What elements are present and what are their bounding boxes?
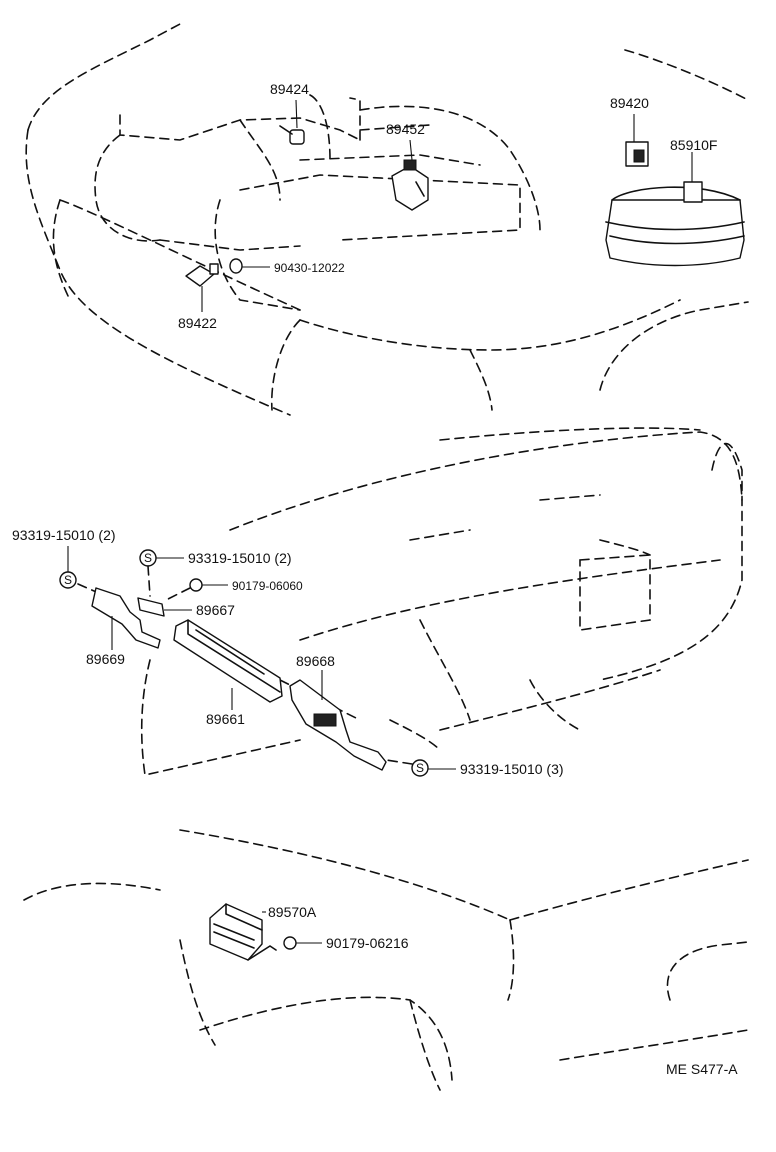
fender-section: 89570A 90179-06216: [23, 829, 749, 1091]
label-89570A: 89570A: [268, 904, 317, 920]
label-93319-right: 93319-15010 (3): [460, 761, 564, 777]
part-93319-clip-left: S: [59, 546, 111, 599]
label-90430: 90430-12022: [274, 261, 345, 275]
clip-symbol-right: S: [416, 761, 424, 775]
part-90430-gasket: [229, 258, 270, 274]
label-89661: 89661: [206, 711, 245, 727]
part-85910F-relay: [683, 152, 703, 203]
part-89667-bracket: [137, 597, 192, 617]
label-90179-06216: 90179-06216: [326, 935, 409, 951]
label-93319-mid: 93319-15010 (2): [188, 550, 292, 566]
label-89424: 89424: [270, 81, 309, 97]
label-89669: 89669: [86, 651, 125, 667]
part-93319-clip-right: S: [385, 759, 456, 777]
label-90179-06060: 90179-06060: [232, 579, 303, 593]
label-89452: 89452: [386, 121, 425, 137]
label-89420: 89420: [610, 95, 649, 111]
part-89570A-module: [209, 903, 277, 961]
part-89452-sensor: [391, 139, 429, 211]
clip-symbol-left: S: [64, 573, 72, 587]
engine-bay-section: 89424 89452 89422 90430-12022: [25, 23, 749, 416]
part-90179-06060-nut: [165, 578, 228, 601]
clip-symbol-mid: S: [144, 551, 152, 565]
label-89667: 89667: [196, 602, 235, 618]
part-90179-06216-nut: [283, 936, 322, 950]
part-89669-bracket: [91, 587, 161, 650]
part-89422-sensor: [185, 263, 219, 312]
part-93319-clip-mid: S: [139, 549, 184, 597]
battery-box-section: 89420 85910F: [605, 95, 745, 267]
label-85910F: 85910F: [670, 137, 717, 153]
label-89668: 89668: [296, 653, 335, 669]
label-93319-left: 93319-15010 (2): [12, 527, 116, 543]
part-89661-ecu: [173, 619, 283, 710]
part-89424-sensor: [279, 99, 305, 145]
label-89422: 89422: [178, 315, 217, 331]
diagram-code: ME S477-A: [666, 1061, 738, 1077]
part-89420-relay: [625, 114, 649, 167]
part-89668-bracket: [289, 670, 387, 771]
dashboard-section: S 93319-15010 (2) S 93319-15010 (2) 9017…: [12, 427, 743, 777]
